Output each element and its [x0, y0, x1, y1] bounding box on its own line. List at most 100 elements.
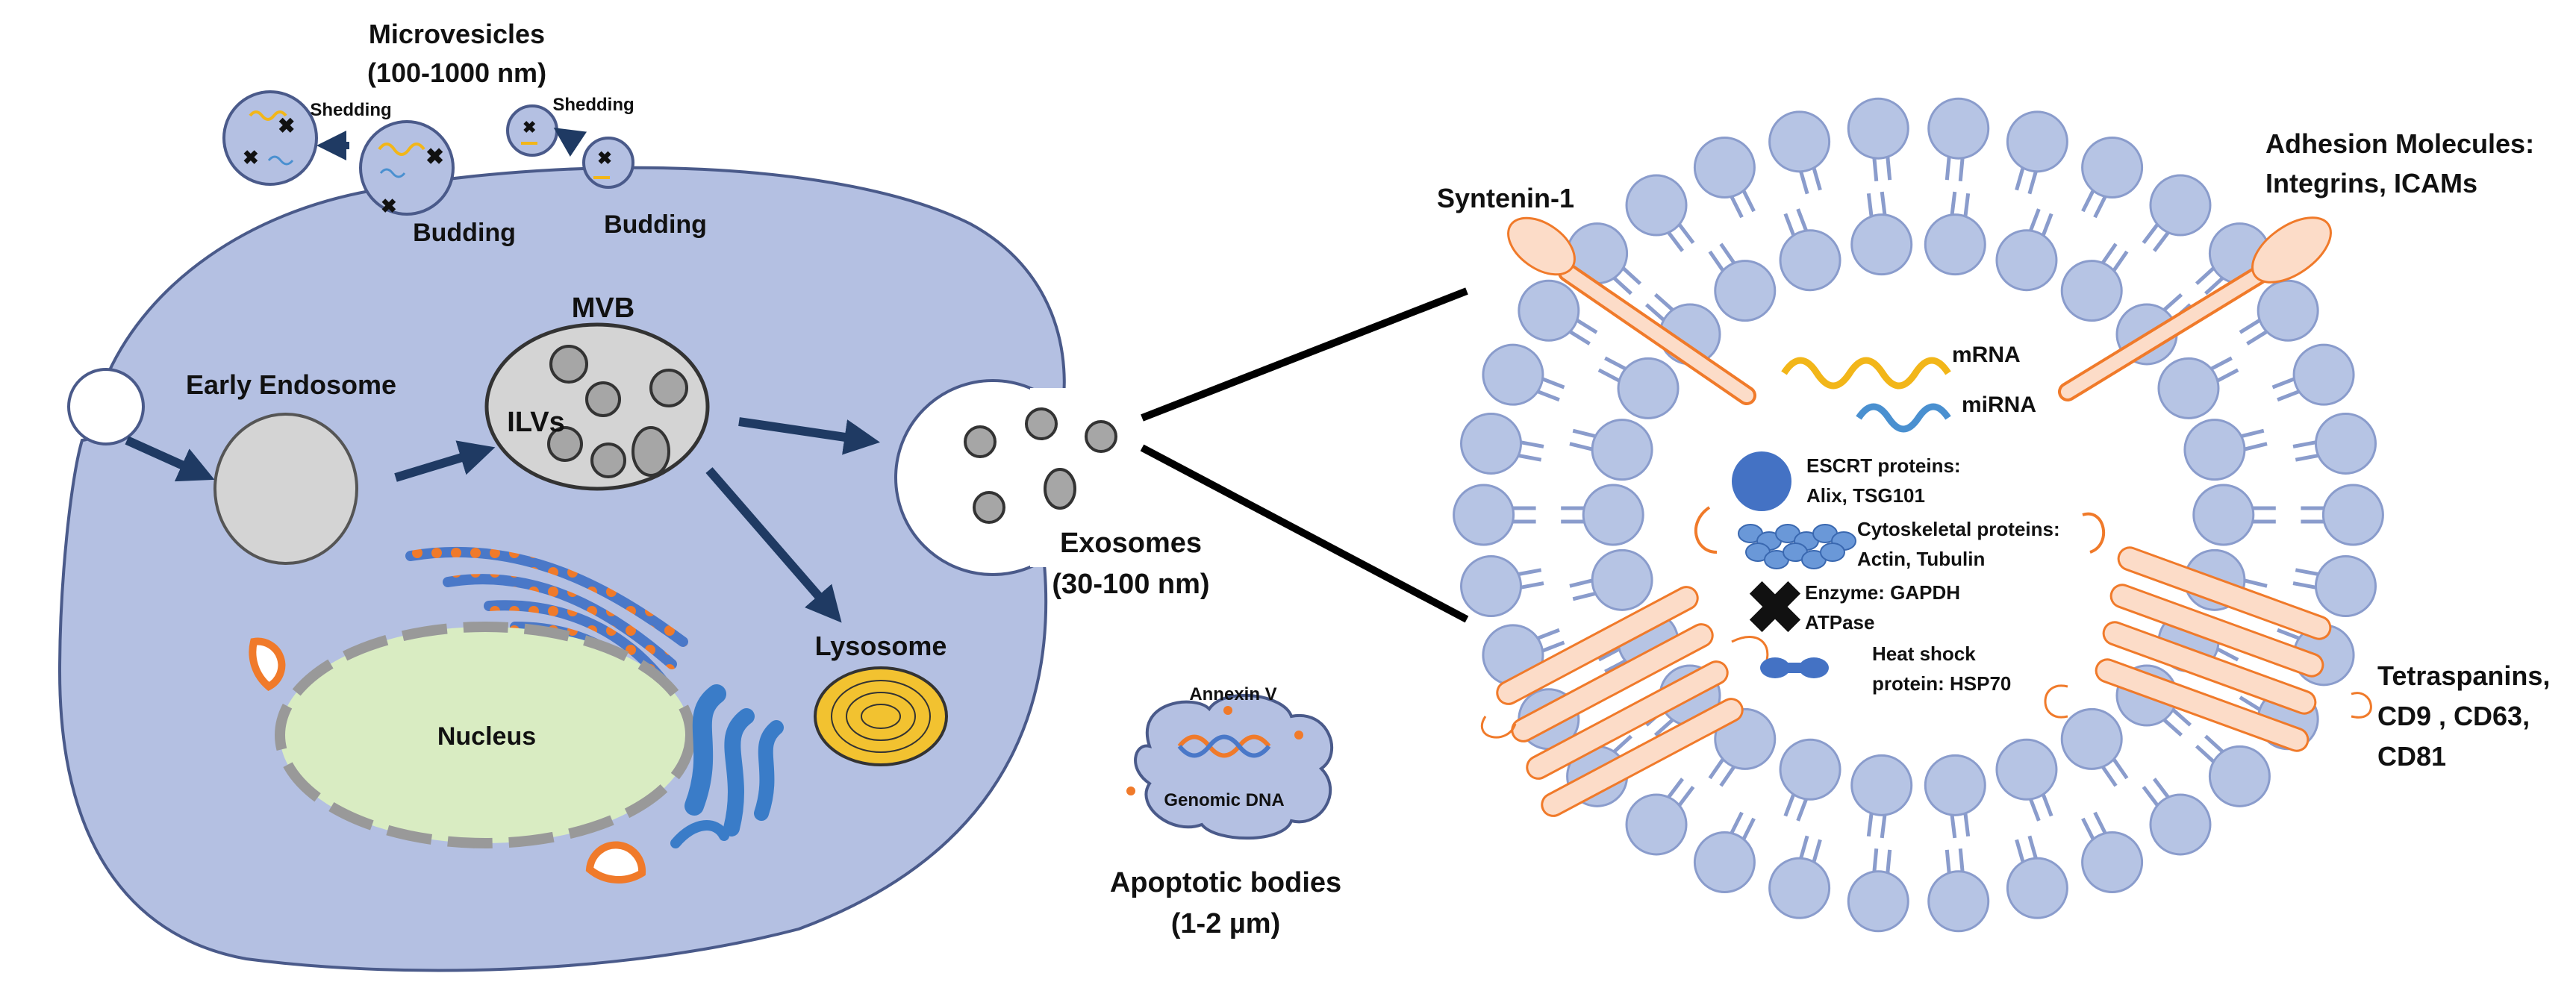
- tetraspanin-right: [2044, 546, 2372, 752]
- label-ilvs: ILVs: [507, 407, 564, 438]
- label-mirna: miRNA: [1962, 393, 2036, 417]
- lipid-head-outer: [1482, 343, 1544, 406]
- apoptotic-body: [1126, 693, 1334, 840]
- label-exosomes: Exosomes: [1060, 528, 1202, 559]
- exosome: [973, 491, 1005, 524]
- lipid-head-inner: [1850, 754, 1913, 816]
- label-budding-1: Budding: [413, 219, 516, 247]
- label-enzyme-2: ATPase: [1805, 611, 1874, 634]
- lipid-head-inner: [2157, 357, 2220, 419]
- golgi-cisterna: [754, 720, 784, 821]
- lipid-head-outer: [2257, 279, 2319, 342]
- tetraspanin-left: [1480, 586, 1769, 817]
- er-stack: [443, 574, 677, 669]
- lysosome-ring: [846, 692, 916, 741]
- lipid-head-outer: [1518, 279, 1580, 342]
- golgi-cisterna: [670, 820, 729, 848]
- ilv: [585, 381, 621, 417]
- golgi-cisterna: [723, 708, 755, 837]
- label-hsp-1: Heat shock: [1872, 642, 1976, 665]
- label-adhesion-2: Integrins, ICAMs: [2265, 168, 2477, 198]
- actin-filament-icon: [1738, 524, 1856, 569]
- escrt-circle-icon: [1732, 451, 1791, 511]
- label-annexin: Annexin V: [1189, 684, 1276, 704]
- lipid-head-outer: [1847, 97, 1909, 160]
- mitochondria-icon: [585, 841, 646, 884]
- lipid-head-outer: [2081, 137, 2144, 199]
- lipid-head-outer: [2321, 484, 2384, 546]
- er-stack: [405, 546, 688, 647]
- lipid-head-outer: [1625, 174, 1688, 237]
- hsp-dumbbell-icon: [1760, 657, 1829, 678]
- lipid-head-outer: [2292, 343, 2355, 406]
- golgi: [670, 684, 784, 848]
- lipid-head-outer: [1847, 870, 1909, 933]
- annexin-dot: [1223, 706, 1232, 715]
- lipid-head-outer: [1460, 412, 1523, 475]
- label-tetra-2: CD9 , CD63,: [2377, 701, 2530, 731]
- ilv: [649, 369, 688, 407]
- lipid-head-inner: [1924, 213, 1986, 276]
- ilv: [547, 426, 583, 462]
- lipid-head-outer: [1625, 793, 1688, 856]
- label-tetra-3: CD81: [2377, 741, 2446, 772]
- label-exosomes-size: (30-100 nm): [1052, 569, 1209, 600]
- mitochondria-icon: [249, 637, 286, 691]
- exosome: [1085, 420, 1117, 453]
- enzyme-x-icon: ✖: [1745, 569, 1805, 648]
- exosomes: [964, 407, 1117, 524]
- label-mvb: MVB: [572, 293, 634, 324]
- lipid-head-inner: [1582, 484, 1644, 546]
- lipid-head-outer: [1693, 831, 1756, 893]
- lipid-head-inner: [1714, 260, 1777, 322]
- pathway-arrows: [125, 417, 880, 623]
- lysosome-ring: [831, 680, 931, 753]
- arrow-to-lysosome: [705, 467, 842, 623]
- lysosome: [814, 666, 948, 766]
- shed-vesicles: ✖ ✖ ✖: [222, 90, 587, 186]
- exosome: [964, 425, 997, 458]
- label-microvesicles-size: (100-1000 nm): [367, 57, 546, 88]
- lipid-head-outer: [2006, 857, 2068, 919]
- budding-vesicle-small: [582, 137, 634, 189]
- arrow-to-endosome: [125, 436, 215, 482]
- lipid-head-inner: [2060, 260, 2123, 322]
- label-syntenin: Syntenin-1: [1437, 183, 1574, 213]
- lipid-head-inner: [1995, 229, 2058, 292]
- cargo: ✖: [1732, 357, 1951, 678]
- lipid-head-outer: [2081, 831, 2144, 893]
- label-hsp-2: protein: HSP70: [1872, 672, 2011, 695]
- apoptotic-body-shape: [1134, 693, 1334, 840]
- label-cyto-2: Actin, Tubulin: [1857, 548, 1985, 570]
- mrna-icon: [249, 110, 287, 121]
- dna-strand-icon: [1177, 734, 1271, 758]
- dna-strand-icon: [1177, 734, 1271, 758]
- label-escrt-1: ESCRT proteins:: [1806, 454, 1961, 477]
- label-mrna: mRNA: [1952, 343, 2021, 367]
- lysosome-body: [814, 666, 948, 766]
- nucleus-body: [275, 622, 696, 848]
- endocytosis-notch: [67, 368, 145, 445]
- annexin-dot: [1126, 787, 1135, 795]
- shedding-arrow: [553, 128, 587, 157]
- ilv: [631, 426, 670, 477]
- lipid-head-outer: [2006, 110, 2068, 173]
- lipid-head-inner: [2192, 484, 2255, 546]
- protein-x-icon: ✖: [425, 145, 444, 169]
- lipid-head-outer: [1453, 484, 1515, 546]
- arrow-to-exosome-release: [738, 417, 880, 455]
- mrna-icon: [378, 143, 425, 156]
- protein-x-icon: ✖: [243, 146, 259, 169]
- lipid-head-inner: [2183, 419, 2246, 481]
- ilv: [549, 345, 588, 384]
- zoom-line-top: [1141, 287, 1468, 422]
- lysosome-ring: [861, 704, 901, 729]
- lipid-head-inner: [2060, 707, 2123, 770]
- lipid-head-inner: [1779, 229, 1841, 292]
- label-cyto-1: Cytoskeletal proteins:: [1857, 518, 2060, 540]
- lipid-head-inner: [1850, 213, 1913, 276]
- label-budding-2: Budding: [604, 210, 707, 239]
- lipid-head-inner: [1779, 738, 1841, 801]
- label-early-endosome: Early Endosome: [186, 369, 396, 400]
